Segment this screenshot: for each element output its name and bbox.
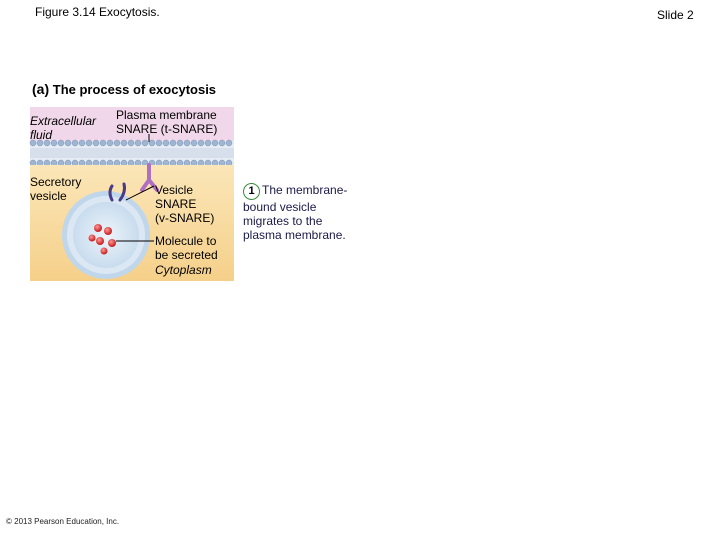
figure-title: Figure 3.14 Exocytosis.	[35, 5, 160, 19]
v-snare-protein	[108, 182, 126, 202]
step-line-2: bound vesicle	[243, 200, 317, 214]
secreted-molecules	[88, 224, 116, 255]
step-line-4: plasma membrane.	[243, 228, 346, 242]
slide-number: Slide 2	[657, 8, 694, 22]
panel-title: (a) The process of exocytosis	[32, 81, 216, 97]
vsnare-pointer	[125, 185, 155, 201]
copyright-notice: © 2013 Pearson Education, Inc.	[6, 517, 120, 526]
extracellular-fluid-label: Extracellular fluid	[30, 114, 97, 142]
molecule-label: Molecule to be secreted	[155, 234, 218, 262]
panel-title-text: The process of exocytosis	[52, 82, 217, 97]
secretory-vesicle	[62, 191, 150, 279]
secretory-vesicle-label: Secretory vesicle	[30, 175, 82, 203]
plasma-membrane-snare-label: Plasma membrane SNARE (t-SNARE)	[116, 108, 218, 136]
vesicle-snare-label: Vesicle SNARE (v-SNARE)	[155, 183, 215, 225]
extracellular-region	[30, 107, 234, 141]
step-line-3: migrates to the	[243, 214, 323, 228]
cytoplasm-label: Cytoplasm	[155, 263, 212, 277]
t-snare-protein	[140, 163, 159, 192]
step-line-1: The membrane-	[262, 183, 348, 197]
plasma-membrane	[29, 139, 234, 167]
panel-letter: (a)	[32, 81, 50, 97]
step-number-badge: 1	[243, 183, 260, 200]
